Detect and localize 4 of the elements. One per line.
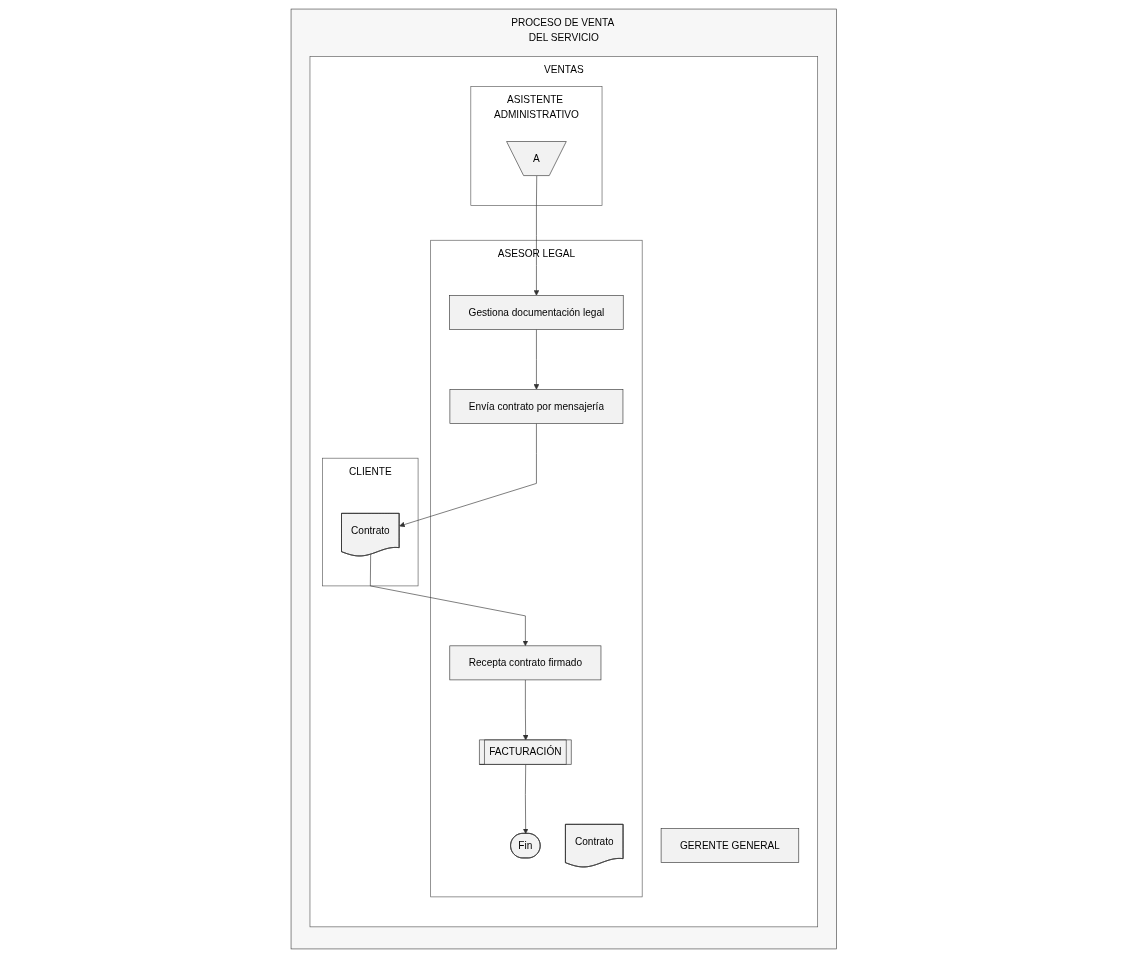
node-box: Gestiona documentación legal <box>449 295 624 330</box>
node-box: Envía contrato por mensajería <box>449 389 624 424</box>
node-box: Recepta contrato firmado <box>449 645 602 681</box>
node-box: GERENTE GENERAL <box>660 828 800 863</box>
